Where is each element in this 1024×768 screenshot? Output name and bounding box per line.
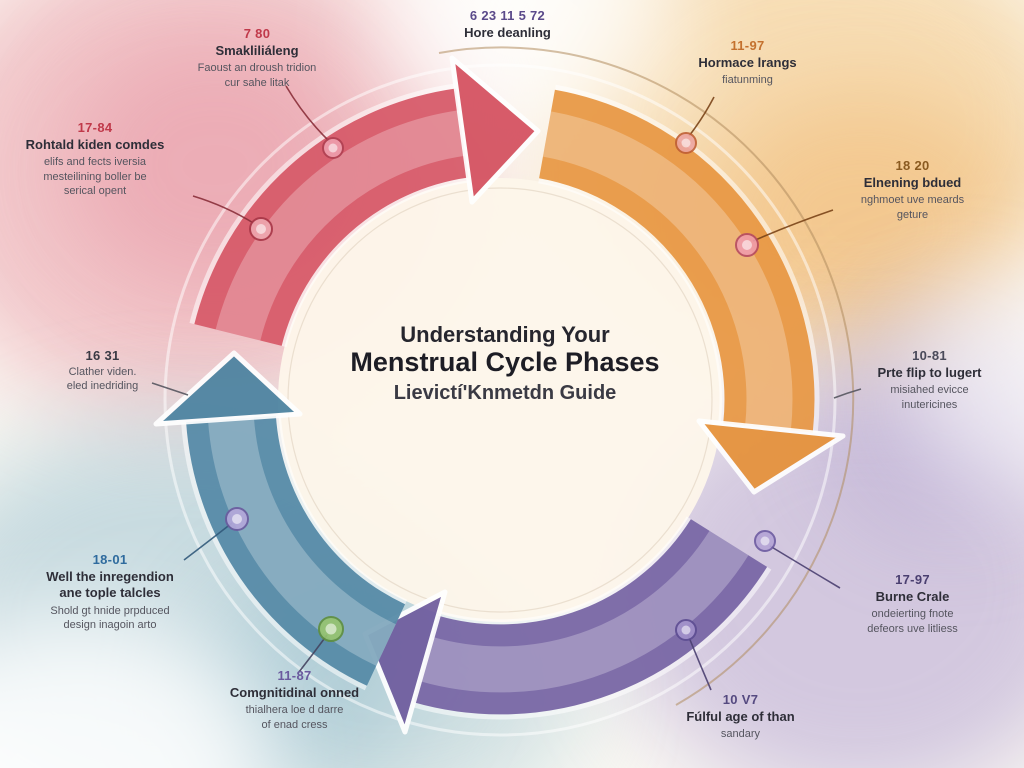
annotation-title: Rohtald kiden comdes xyxy=(25,137,165,152)
phase-arc-purple xyxy=(362,515,772,735)
annotation-body: ondeierting fnote defeors uve litliess xyxy=(867,608,958,635)
pin-marker-bottom-right xyxy=(675,619,697,641)
annotation-top-right: 11-97 Hormace lrangs fiatunming xyxy=(660,38,835,88)
annotation-body: Faoust an droush tridion cur sahe litak xyxy=(197,62,317,89)
annotation-body: elifs and fects iversia mesteilining bol… xyxy=(43,156,147,197)
annotation-right-lower: 17-97 Burne Crale ondeierting fnote defe… xyxy=(830,572,995,636)
leader-line-right-lower xyxy=(769,545,841,589)
pin-marker-left-lower xyxy=(225,507,249,531)
annotation-title: Well the inregendion ane tople talcles xyxy=(46,569,174,601)
annotation-title: Elnening bdued xyxy=(863,175,962,190)
title-line1: Understanding Your xyxy=(400,322,610,347)
leader-line-right xyxy=(752,209,834,242)
phase-arc-orange xyxy=(537,84,846,495)
leader-line-left-mid xyxy=(151,382,189,396)
annotation-top-left: 7 80 Smakliliáleng Faoust an droush trid… xyxy=(172,26,342,90)
annotation-title: Hore deanling xyxy=(464,25,551,40)
annotation-left-lower: 18-01 Well the inregendion ane tople tal… xyxy=(15,552,205,632)
annotation-title: Fúlful age of than xyxy=(686,709,795,724)
pin-marker-right xyxy=(735,233,759,257)
pin-marker-left xyxy=(249,217,273,241)
annotation-body: thialhera loe d darre of enad cress xyxy=(245,704,344,731)
annotation-title: Hormace lrangs xyxy=(698,55,797,70)
arrowhead-red xyxy=(449,55,541,205)
annotation-top-center: 6 23 11 5 72 Hore deanling xyxy=(430,8,585,43)
phase-arc-teal xyxy=(153,350,409,691)
annotation-right-mid: 10-81 Prte flip to lugert misiahed evicc… xyxy=(852,348,1007,412)
sketch-circle-outer xyxy=(163,63,837,737)
annotation-title: Comgnitidinal onned xyxy=(229,685,360,700)
leader-line-top-right xyxy=(688,96,715,137)
annotation-number: 17-97 xyxy=(895,572,930,587)
annotation-bottom-center: 11-87 Comgnitidinal onned thialhera loe … xyxy=(212,668,377,732)
leader-line-top-left xyxy=(285,85,331,143)
annotation-number: 18-01 xyxy=(92,552,128,567)
annotation-number: 17-84 xyxy=(77,120,113,135)
sketch-arc-tan xyxy=(438,46,855,706)
leader-line-right-mid xyxy=(833,388,862,399)
pin-marker-top-left xyxy=(322,137,344,159)
pin-marker-bottom-center xyxy=(318,616,344,642)
arrowhead-orange xyxy=(696,418,846,495)
annotation-body: sandary xyxy=(720,728,761,741)
annotation-number: 10 V7 xyxy=(722,692,759,707)
annotation-bottom-right: 10 V7 Fúlful age of than sandary xyxy=(658,692,823,742)
annotation-number: 11-87 xyxy=(277,668,312,683)
annotation-body: nghmoet uve meards geture xyxy=(860,194,965,221)
annotation-body: misiahed evicce inutericines xyxy=(890,384,969,411)
phase-arc-red xyxy=(189,55,541,349)
annotation-right: 18 20 Elnening bdued nghmoet uve meards … xyxy=(825,158,1000,222)
annotation-number: 18 20 xyxy=(895,158,930,173)
pin-marker-top-right xyxy=(675,132,697,154)
annotation-number: 16 31 xyxy=(85,348,120,363)
diagram-title-block: Understanding Your Menstrual Cycle Phase… xyxy=(335,322,675,406)
annotation-number: 11-97 xyxy=(730,38,765,53)
center-disc xyxy=(278,178,722,622)
annotation-body: Shold gt hnide prpduced design inagoin a… xyxy=(50,604,170,631)
leader-line-left xyxy=(192,195,256,225)
annotation-body: Clather viden. eled inedriding xyxy=(66,366,139,393)
annotation-number: 6 23 11 5 72 xyxy=(469,8,546,23)
annotation-title: Prte flip to lugert xyxy=(877,365,982,380)
pin-marker-right-lower xyxy=(754,530,776,552)
annotation-number: 10-81 xyxy=(912,348,947,363)
annotation-title: Burne Crale xyxy=(875,589,950,604)
annotation-left-mid: 16 31 Clather viden. eled inedriding xyxy=(40,348,165,394)
title-line2: Menstrual Cycle Phases xyxy=(350,347,660,378)
diagram-subtitle: Lievictí'Knmetdn Guide xyxy=(393,382,617,405)
annotation-body: fiatunming xyxy=(722,74,773,87)
annotation-title: Smakliliáleng xyxy=(215,43,299,58)
annotation-left: 17-84 Rohtald kiden comdes elifs and fec… xyxy=(5,120,185,198)
arrowhead-teal xyxy=(153,350,303,427)
annotation-number: 7 80 xyxy=(243,26,271,41)
